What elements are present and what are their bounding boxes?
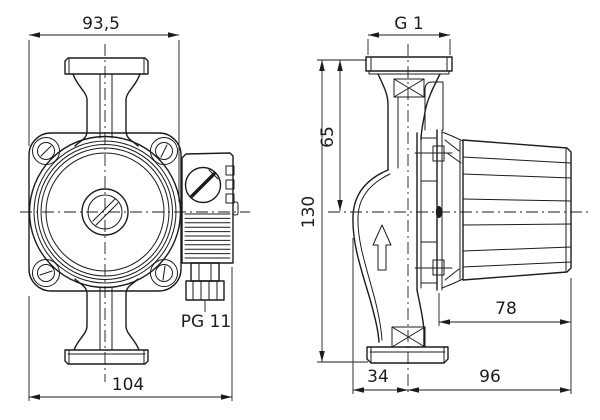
dim-arrow-left (368, 32, 379, 38)
dim-arrow-up (319, 60, 325, 71)
screw-icon (37, 264, 55, 282)
dim-arrow-left (408, 387, 419, 393)
bottom-port-flange (64, 278, 149, 365)
bolt-head-bottom (432, 259, 445, 276)
screw-icon (37, 142, 55, 160)
side-bottom-flange (366, 326, 449, 364)
side-top-flange (365, 56, 453, 171)
dim-arrow-right (397, 387, 408, 393)
terminal-box-rear (424, 81, 444, 131)
side-dim-depth: 96 (408, 367, 571, 393)
front-dim-overall-width: 104 (28, 267, 233, 401)
neck-left (72, 73, 88, 147)
bolt-lug-top (420, 137, 438, 182)
dim-arrow-right (439, 32, 450, 38)
vent-plug (435, 206, 443, 218)
selector-lever-cap (208, 169, 219, 180)
front-centerlines (20, 44, 250, 382)
front-view: 93,5 104 (20, 14, 250, 401)
terminal-detail (225, 165, 235, 176)
neck-right (125, 278, 140, 351)
screw-slot (39, 270, 53, 276)
plug-slot (92, 198, 116, 222)
dim-label-motor-length: 78 (495, 299, 517, 319)
side-dim-volute-offset: 34 (352, 238, 408, 394)
motor-face-rings (28, 135, 182, 289)
side-dim-height-to-center: 65 (318, 60, 343, 211)
screw-slot (160, 144, 168, 158)
speed-selector-knob (184, 166, 222, 204)
dim-arrow-left (29, 32, 40, 38)
screw-icon (155, 264, 173, 282)
motor-housing (462, 139, 572, 281)
dim-label-depth: 96 (479, 367, 501, 387)
side-tab (232, 201, 239, 216)
terminal-detail (225, 179, 235, 190)
screw-icon (155, 142, 173, 160)
neck-left (73, 278, 88, 351)
side-dim-port-thread: G 1 (367, 14, 451, 55)
front-dim-flange-width: 93,5 (28, 14, 180, 202)
dim-arrow-right (168, 32, 179, 38)
plug-slot (95, 202, 119, 226)
dim-arrow-right (560, 319, 571, 325)
screw-slot (40, 145, 52, 157)
thread-symbol-bottom (391, 326, 426, 348)
dim-arrow-left (353, 387, 364, 393)
terminal-box: PG 11 (181, 152, 239, 332)
dim-arrow-up (337, 60, 343, 71)
dim-label-port-thread: G 1 (394, 14, 423, 34)
flow-direction-arrow (372, 224, 392, 271)
cable-gland-label: PG 11 (181, 312, 231, 332)
dim-label-height-to-center: 65 (318, 126, 338, 148)
terminal-detail (225, 193, 235, 204)
thread-symbol-top (393, 78, 425, 98)
dim-arrow-down (337, 200, 343, 211)
side-dim-motor-length: 78 (438, 278, 572, 394)
dim-arrow-right (221, 394, 232, 400)
dim-arrow-left (439, 319, 450, 325)
motor-adapter (414, 129, 464, 291)
dim-arrow-left (29, 394, 40, 400)
dim-label-volute-offset: 34 (367, 367, 389, 387)
selector-lever (190, 172, 216, 198)
cable-gland (185, 262, 225, 312)
bolt-head-top (432, 145, 445, 162)
dim-arrow-right (560, 387, 571, 393)
dim-label-flange-width: 93,5 (82, 14, 120, 34)
cooling-fins (184, 213, 231, 259)
dim-label-overall-height: 130 (299, 196, 319, 228)
pipe-left-wall (377, 73, 389, 171)
shaft-plug (81, 188, 129, 236)
side-dim-overall-height: 130 (299, 59, 368, 363)
dim-arrow-down (319, 351, 325, 362)
bolt-lug-bottom (420, 241, 438, 284)
bottom-neck-right (416, 289, 425, 348)
dim-label-overall-width: 104 (112, 375, 144, 395)
neck-right (125, 73, 141, 147)
side-view: G 1 130 65 (299, 14, 592, 396)
screw-slot (162, 265, 166, 281)
